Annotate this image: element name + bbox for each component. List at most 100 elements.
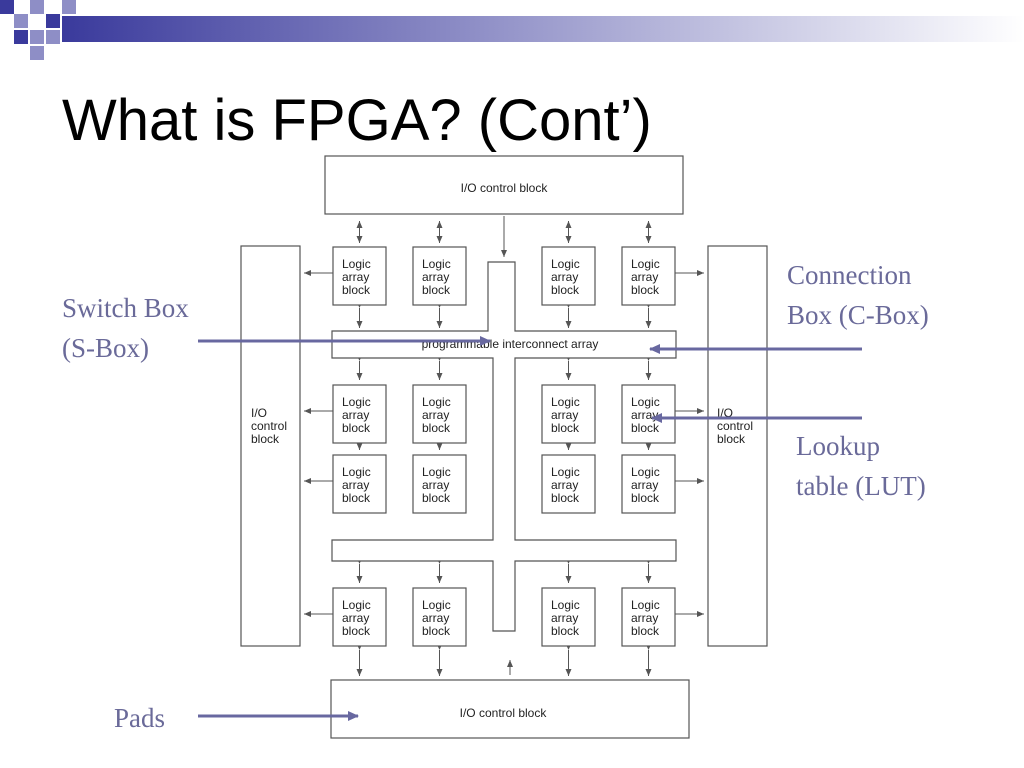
logic-block-label: array — [342, 270, 369, 284]
switch-box-label-line2: (S-Box) — [62, 333, 149, 363]
logic-block-label: block — [631, 283, 660, 297]
logic-array-block — [332, 246, 387, 306]
logic-block-label: block — [342, 421, 371, 435]
logic-block-label: block — [631, 624, 660, 638]
logic-array-block — [621, 384, 676, 444]
logic-block-label: array — [631, 408, 658, 422]
corner-decoration — [0, 0, 1024, 60]
logic-block-label: Logic — [342, 395, 371, 409]
logic-block-label: block — [342, 624, 371, 638]
logic-block-label: array — [422, 270, 449, 284]
logic-array-block — [621, 246, 676, 306]
logic-block-label: Logic — [551, 598, 580, 612]
logic-block-label: array — [631, 611, 658, 625]
logic-block-label: block — [342, 283, 371, 297]
logic-array-block — [412, 384, 467, 444]
switch-box-label-line1: Switch Box — [62, 293, 189, 323]
logic-block-label: Logic — [551, 395, 580, 409]
logic-block-label: array — [422, 611, 449, 625]
logic-block-label: Logic — [631, 395, 660, 409]
logic-block-label: array — [631, 478, 658, 492]
programmable-interconnect-array — [331, 261, 677, 632]
logic-array-block — [541, 246, 596, 306]
logic-block-label: block — [422, 283, 451, 297]
connection-box-label-line2: Box (C-Box) — [787, 300, 929, 330]
io-control-block-right — [707, 245, 768, 647]
deco-square — [62, 0, 76, 14]
deco-square — [30, 0, 44, 14]
logic-block-label: block — [422, 491, 451, 505]
connection-box-label-line1: Connection — [787, 260, 912, 290]
logic-block-label: block — [551, 491, 580, 505]
logic-block-label: Logic — [422, 395, 451, 409]
deco-gradient-bar — [62, 16, 1024, 42]
logic-block-label: array — [631, 270, 658, 284]
logic-block-label: Logic — [551, 465, 580, 479]
logic-block-label: block — [551, 624, 580, 638]
slide-title: What is FPGA? (Cont’) — [62, 88, 652, 153]
io-right-label: control — [717, 419, 753, 433]
deco-square — [30, 46, 44, 60]
connection-box-callout: Connection Box (C-Box) — [787, 255, 929, 335]
io-bottom-label: I/O control block — [460, 706, 548, 720]
logic-array-block — [332, 587, 387, 647]
logic-block-label: block — [422, 421, 451, 435]
logic-array-block — [541, 384, 596, 444]
io-control-block-top — [324, 155, 684, 215]
logic-block-label: array — [551, 408, 578, 422]
lut-label-line2: table (LUT) — [796, 471, 926, 501]
switch-box-callout: Switch Box (S-Box) — [62, 288, 189, 368]
logic-block-label: array — [342, 611, 369, 625]
logic-block-label: block — [342, 491, 371, 505]
logic-block-label: array — [551, 478, 578, 492]
deco-square — [46, 30, 60, 44]
logic-block-label: block — [631, 491, 660, 505]
logic-block-label: Logic — [551, 257, 580, 271]
logic-block-label: block — [422, 624, 451, 638]
io-right-label: block — [717, 432, 746, 446]
logic-array-block — [541, 587, 596, 647]
logic-block-label: block — [631, 421, 660, 435]
logic-block-label: array — [342, 478, 369, 492]
logic-block-label: Logic — [631, 257, 660, 271]
io-control-block-left — [240, 245, 301, 647]
io-left-label: I/O — [251, 406, 267, 420]
logic-block-label: block — [551, 421, 580, 435]
io-control-block-bottom — [330, 679, 690, 739]
io-right-label: I/O — [717, 406, 733, 420]
logic-block-label: array — [342, 408, 369, 422]
logic-array-block — [412, 454, 467, 514]
logic-block-label: Logic — [631, 598, 660, 612]
logic-array-block — [412, 246, 467, 306]
logic-array-block — [412, 587, 467, 647]
logic-block-label: Logic — [422, 465, 451, 479]
logic-block-label: array — [551, 611, 578, 625]
lut-callout: Lookup table (LUT) — [796, 426, 926, 506]
deco-square — [0, 0, 14, 14]
logic-block-label: Logic — [342, 257, 371, 271]
logic-array-block — [332, 384, 387, 444]
deco-square — [46, 14, 60, 28]
logic-array-block — [332, 454, 387, 514]
io-top-label: I/O control block — [461, 181, 549, 195]
logic-block-label: Logic — [422, 598, 451, 612]
logic-block-label: Logic — [342, 598, 371, 612]
logic-block-label: array — [551, 270, 578, 284]
deco-square — [14, 14, 28, 28]
io-left-label: block — [251, 432, 280, 446]
logic-block-label: Logic — [631, 465, 660, 479]
logic-array-block — [621, 454, 676, 514]
logic-block-label: array — [422, 478, 449, 492]
deco-square — [14, 30, 28, 44]
logic-block-label: Logic — [342, 465, 371, 479]
logic-block-label: array — [422, 408, 449, 422]
logic-block-label: block — [551, 283, 580, 297]
lut-label-line1: Lookup — [796, 431, 880, 461]
deco-square — [30, 30, 44, 44]
io-left-label: control — [251, 419, 287, 433]
pads-callout: Pads — [114, 703, 166, 733]
logic-array-block — [621, 587, 676, 647]
logic-array-block — [541, 454, 596, 514]
